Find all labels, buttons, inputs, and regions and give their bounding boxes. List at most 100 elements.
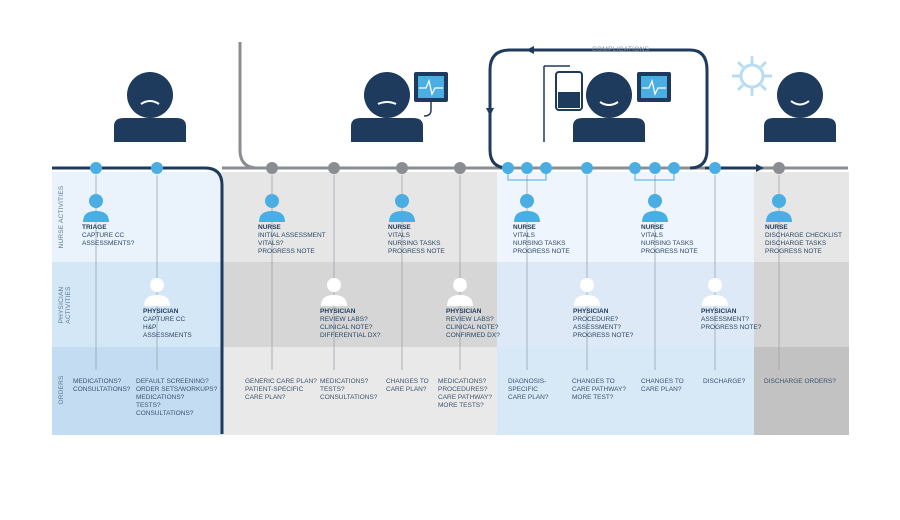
task-line: CLINICAL NOTE? bbox=[320, 324, 373, 331]
task-line: VITALS bbox=[388, 232, 410, 239]
task-line: PROGRESS NOTE? bbox=[573, 332, 634, 339]
triage-physician-panel bbox=[52, 262, 222, 347]
task-line: H&P bbox=[143, 324, 157, 331]
order-line: CARE PLAN? bbox=[641, 386, 682, 393]
order-line: DIAGNOSIS- bbox=[508, 378, 547, 385]
nurse-cell: TRIAGE CAPTURE CC ASSESSMENTS? bbox=[82, 224, 182, 248]
order-line: DEFAULT SCREENING? bbox=[136, 378, 209, 385]
nurse-cell: NURSE INITIAL ASSESSMENT VITALS? PROGRES… bbox=[258, 224, 358, 256]
order-line: CARE PATHWAY? bbox=[572, 386, 626, 393]
physician-cell: PHYSICIAN ASSESSMENT? PROGRESS NOTE? bbox=[701, 308, 801, 332]
order-line: CARE PATHWAY? bbox=[438, 394, 492, 401]
task-line: DIFFERENTIAL DX? bbox=[320, 332, 381, 339]
dis-physician-panel bbox=[754, 262, 849, 347]
physician-icons bbox=[144, 278, 728, 306]
task-line: REVIEW LABS? bbox=[446, 316, 494, 323]
drop-lines bbox=[95, 175, 780, 370]
task-line: VITALS? bbox=[258, 240, 284, 247]
order-line: MORE TEST? bbox=[572, 394, 614, 401]
triage-orders-panel bbox=[52, 347, 222, 435]
order-line: CARE PLAN? bbox=[386, 386, 427, 393]
order-line: CARE PLAN? bbox=[245, 394, 286, 401]
task-line: ASSESSMENTS bbox=[143, 332, 192, 339]
admission-entry-line bbox=[238, 42, 259, 170]
order-line: TESTS? bbox=[320, 386, 345, 393]
row-label-nurse: NURSE ACTIVITIES bbox=[58, 185, 65, 249]
order-cell: DISCHARGE ORDERS? bbox=[764, 378, 874, 386]
task-line: PROGRESS NOTE bbox=[258, 248, 315, 255]
dis-orders-panel bbox=[754, 347, 849, 435]
task-line: DISCHARGE TASKS bbox=[765, 240, 827, 247]
order-line: CHANGES TO bbox=[386, 378, 429, 385]
task-line: PROGRESS NOTE bbox=[388, 248, 445, 255]
task-line: INITIAL ASSESSMENT bbox=[258, 232, 326, 239]
order-cell: GENERIC CARE PLAN? PATIENT-SPECIFIC CARE… bbox=[245, 378, 355, 402]
order-line: TESTS? bbox=[136, 402, 161, 409]
order-line: CONSULTATIONS? bbox=[320, 394, 378, 401]
order-cell: DISCHARGE? bbox=[703, 378, 813, 386]
order-line: SPECIFIC bbox=[508, 386, 538, 393]
order-line: CARE PLAN? bbox=[508, 394, 549, 401]
triage-nurse-panel bbox=[52, 172, 222, 262]
complications-loop bbox=[488, 48, 709, 170]
physician-cell: PHYSICIAN CAPTURE CC H&P ASSESSMENTS bbox=[143, 308, 243, 340]
role-label: NURSE bbox=[513, 224, 536, 231]
task-line: PROCEDURE? bbox=[573, 316, 619, 323]
order-cell: DEFAULT SCREENING? ORDER SETS/WORKUPS? M… bbox=[136, 378, 246, 418]
role-label: PHYSICIAN bbox=[573, 308, 609, 315]
task-line: PROGRESS NOTE? bbox=[701, 324, 762, 331]
role-label: NURSE bbox=[258, 224, 281, 231]
role-label: NURSE bbox=[641, 224, 664, 231]
order-cell: MEDICATIONS? PROCEDURES? CARE PATHWAY? M… bbox=[438, 378, 548, 410]
order-line: CHANGES TO bbox=[641, 378, 684, 385]
nurse-icons bbox=[83, 194, 792, 222]
role-label: PHYSICIAN bbox=[320, 308, 356, 315]
task-line: VITALS bbox=[513, 232, 535, 239]
order-cell: CHANGES TO CARE PLAN? bbox=[641, 378, 751, 394]
comp-nurse-panel bbox=[497, 172, 754, 262]
task-line: PROGRESS NOTE bbox=[641, 248, 698, 255]
patient-complications-icon bbox=[573, 72, 645, 142]
order-line: CHANGES TO bbox=[572, 378, 615, 385]
task-line: NURSING TASKS bbox=[641, 240, 694, 247]
iv-bag-icon bbox=[543, 65, 583, 142]
track-dots bbox=[90, 162, 785, 174]
nurse-cell: NURSE VITALS NURSING TASKS PROGRESS NOTE bbox=[388, 224, 488, 256]
row-label-orders: ORDERS bbox=[58, 375, 65, 405]
physician-cell: PHYSICIAN PROCEDURE? ASSESSMENT? PROGRES… bbox=[573, 308, 673, 340]
nurse-cell: NURSE DISCHARGE CHECKLIST DISCHARGE TASK… bbox=[765, 224, 865, 256]
comp-orders-panel bbox=[497, 347, 754, 435]
role-label: TRIAGE bbox=[82, 224, 107, 231]
role-label: PHYSICIAN bbox=[701, 308, 737, 315]
order-line: MEDICATIONS? bbox=[320, 378, 369, 385]
loop-arrow-icon bbox=[526, 46, 534, 54]
order-cell: MEDICATIONS? TESTS? CONSULTATIONS? bbox=[320, 378, 430, 402]
task-line: NURSING TASKS bbox=[513, 240, 566, 247]
complications-label: COMPLICATIONS bbox=[592, 46, 650, 53]
order-line: PROCEDURES? bbox=[438, 386, 488, 393]
vitals-monitor-icon bbox=[414, 72, 448, 117]
patient-discharged-icon bbox=[764, 72, 836, 142]
row-label-physician: PHYSICIAN ACTIVITIES bbox=[58, 286, 72, 324]
discharge-arrow-icon bbox=[756, 164, 764, 172]
task-line: NURSING TASKS bbox=[388, 240, 441, 247]
task-line: DISCHARGE CHECKLIST bbox=[765, 232, 842, 239]
order-line: DISCHARGE? bbox=[703, 378, 746, 385]
task-line: PROGRESS NOTE bbox=[513, 248, 570, 255]
nurse-cell: NURSE VITALS NURSING TASKS PROGRESS NOTE bbox=[641, 224, 741, 256]
admit-orders-panel bbox=[222, 347, 497, 435]
order-line: CONSULTATIONS? bbox=[136, 410, 194, 417]
task-line: ASSESSMENTS? bbox=[82, 240, 135, 247]
task-line: REVIEW LABS? bbox=[320, 316, 368, 323]
task-line: CAPTURE CC bbox=[143, 316, 186, 323]
order-line: ORDER SETS/WORKUPS? bbox=[136, 386, 218, 393]
order-cell: CHANGES TO CARE PLAN? bbox=[386, 378, 496, 394]
order-cell: MEDICATIONS? CONSULTATIONS? bbox=[73, 378, 183, 394]
role-label: NURSE bbox=[765, 224, 788, 231]
task-line: CONFIRMED DX? bbox=[446, 332, 500, 339]
vitals-monitor-2-icon bbox=[637, 72, 671, 102]
order-line: PATIENT-SPECIFIC bbox=[245, 386, 304, 393]
task-line: VITALS bbox=[641, 232, 663, 239]
order-cell: CHANGES TO CARE PATHWAY? MORE TEST? bbox=[572, 378, 682, 402]
